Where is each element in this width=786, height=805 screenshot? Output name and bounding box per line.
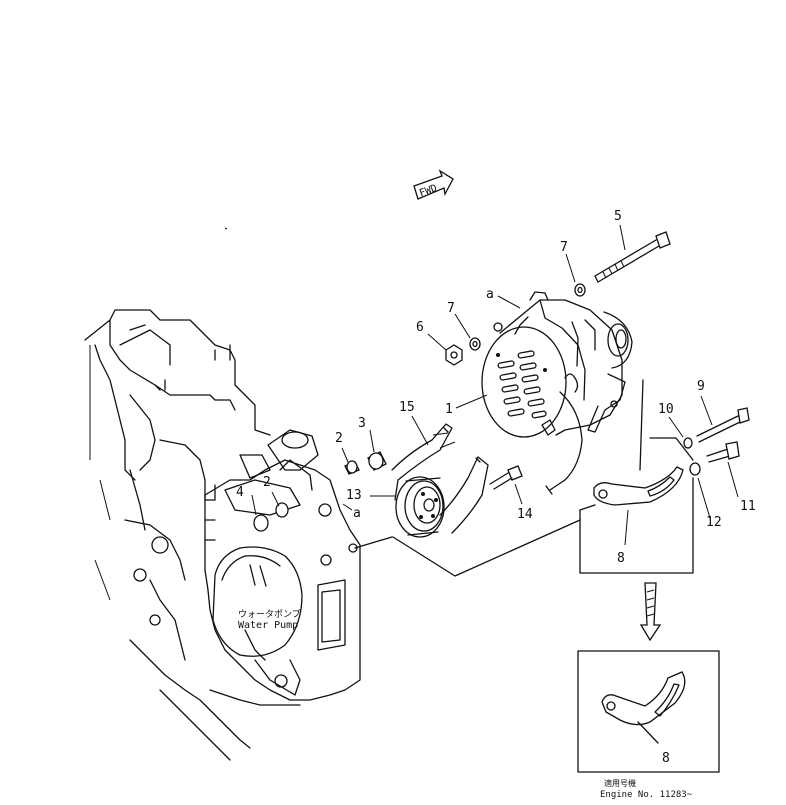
callout-2a: 2: [335, 431, 343, 446]
callout-5: 5: [614, 209, 622, 224]
engine-block: [84, 309, 301, 761]
callout-12: 12: [706, 515, 722, 530]
applicability-label-jp: 適用号機: [604, 778, 636, 788]
callout-11: 11: [740, 499, 756, 514]
bolt-part-11: [706, 441, 740, 463]
pulley-part-13: [395, 476, 445, 538]
callout-6: 6: [416, 320, 424, 335]
fwd-arrow: FWD: [413, 169, 454, 200]
callout-a-bracket: a: [353, 506, 361, 521]
bolt-part-5: [594, 231, 671, 283]
callout-4: 4: [236, 485, 244, 500]
leader-line-a: [639, 379, 644, 471]
callout-1: 1: [445, 402, 453, 417]
callouts: 1 2 2 3 4 5 6 7 7 8 8 9 10 11 12 13 14 1…: [236, 209, 756, 766]
nut-part-6: [445, 344, 463, 366]
washer-part-7b: [469, 337, 481, 351]
leader-lines: [251, 224, 739, 546]
bushing-part-4: [253, 514, 269, 532]
callout-a-alternator: a: [486, 287, 494, 302]
bracket-callout-box: [579, 437, 694, 574]
water-outlet: [224, 429, 319, 516]
alternator-vent-slots: [497, 350, 547, 419]
spacer-part-2a: [344, 460, 360, 475]
adjusting-bracket-part-8: [593, 466, 684, 506]
callout-7a: 7: [560, 240, 568, 255]
callout-14: 14: [517, 507, 533, 522]
leader-line-13: [354, 519, 581, 577]
stray-mark: [224, 227, 228, 230]
water-pump-label-en: Water Pump: [238, 620, 298, 631]
callout-10: 10: [658, 402, 674, 417]
washer-part-12: [689, 462, 701, 476]
bolt-part-9: [696, 407, 750, 443]
callout-15: 15: [399, 400, 415, 415]
washer-part-7a: [574, 283, 586, 297]
bolt-part-14: [489, 465, 523, 490]
down-arrow: [639, 582, 662, 642]
water-pump-label-jp: ウォータポンプ: [238, 609, 301, 620]
callout-13: 13: [346, 488, 362, 503]
spacer-part-2b: [275, 502, 289, 518]
v-belt-part-15: [391, 423, 489, 534]
inset-box: [577, 650, 720, 773]
callout-3: 3: [358, 416, 366, 431]
applicability-note: 適用号機 Engine No. 11283~: [600, 778, 693, 800]
callout-8a: 8: [617, 551, 625, 566]
bushing-part-3: [367, 451, 387, 471]
callout-2b: 2: [263, 475, 271, 490]
alternator-part-1: [481, 291, 633, 495]
washer-part-10: [683, 437, 693, 449]
callout-9: 9: [697, 379, 705, 394]
callout-8b: 8: [662, 751, 670, 766]
engine-number: Engine No. 11283~: [600, 790, 693, 800]
callout-7b: 7: [447, 301, 455, 316]
water-pump-housing: ウォータポンプ Water Pump: [204, 459, 361, 701]
